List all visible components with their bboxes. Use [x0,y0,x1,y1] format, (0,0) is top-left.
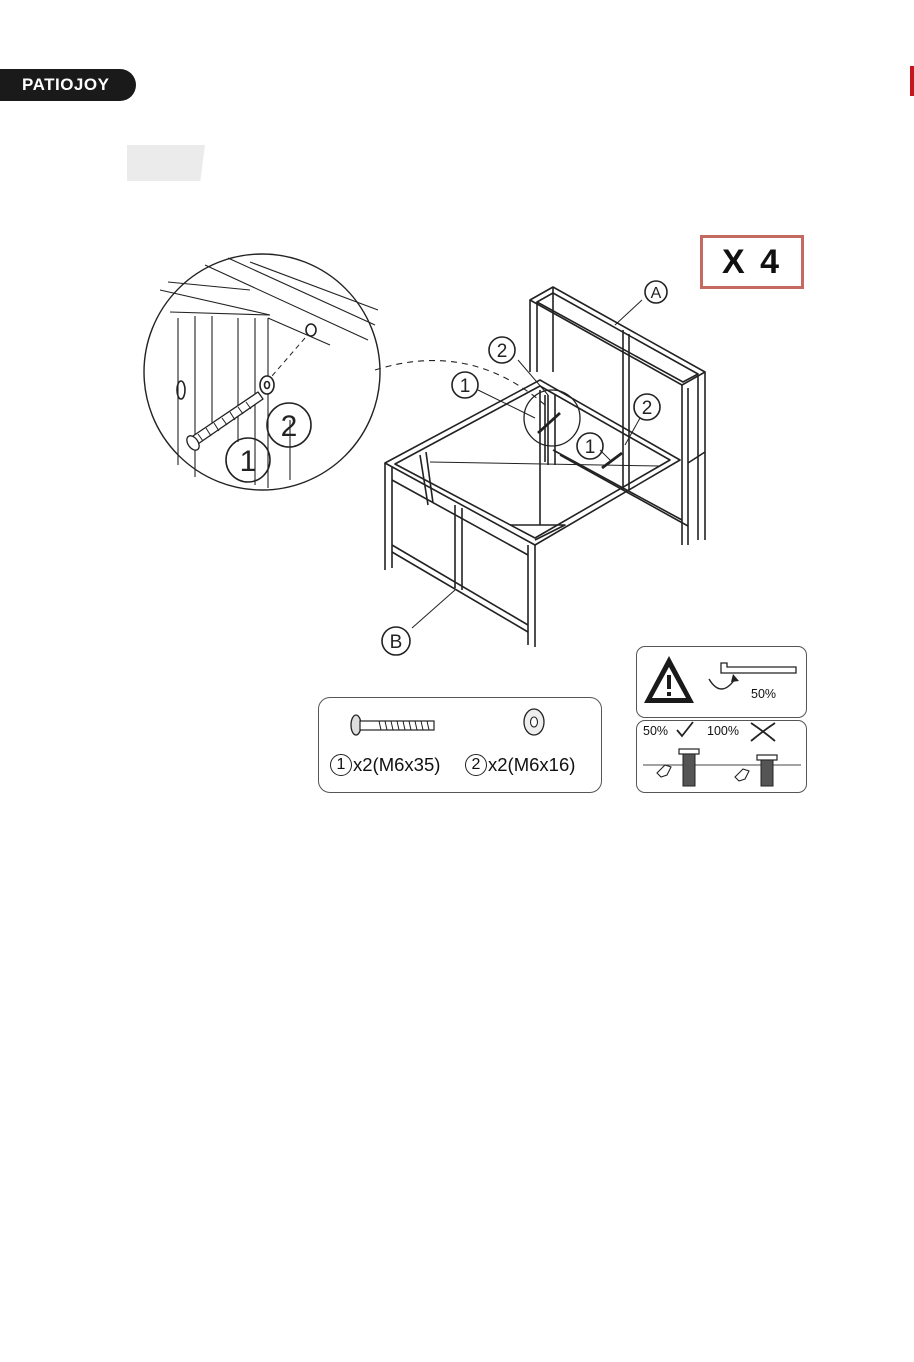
bad-torque-text: 100% [707,724,739,738]
joint-detail-circle [524,390,580,446]
initial-torque-text: 50% [751,687,776,701]
hardware-item-washer-number: 2 [465,754,487,776]
cross-icon [749,721,777,743]
tightening-warning-panel: 50% [636,646,807,718]
washer-icon [521,707,547,737]
callout-1-left: 1 [460,376,471,397]
frame-label-a: A [651,285,662,302]
ok-torque-text: 50% [643,724,668,738]
detail-callout-2: 2 [281,410,298,443]
tightening-guide-panel: 50% 100% [636,720,807,793]
detail-washer [260,376,274,394]
warning-triangle-icon [641,653,697,707]
hardware-item-bolt-spec: x2(M6x35) [353,754,440,776]
callout-2-left: 2 [497,341,508,362]
bolt-icon [349,712,437,738]
seat-frame-b [385,380,680,647]
detail-target-hole [306,324,316,336]
hardware-list: 1 x2(M6x35) 2 x2(M6x16) [318,697,602,793]
frame-label-b: B [390,632,403,653]
detail-callout-1: 1 [240,445,257,478]
check-icon [675,721,695,739]
callout-2-right: 2 [642,398,653,419]
hardware-item-washer-spec: x2(M6x16) [488,754,575,776]
detail-bolt [184,392,263,452]
hardware-item-washer: 2 x2(M6x16) [465,754,575,776]
detail-magnifier [144,254,380,490]
hardware-item-bolt: 1 x2(M6x35) [330,754,440,776]
callout-1-right: 1 [585,437,596,458]
hardware-item-bolt-number: 1 [330,754,352,776]
bolt-tightening-illustration [643,743,803,791]
